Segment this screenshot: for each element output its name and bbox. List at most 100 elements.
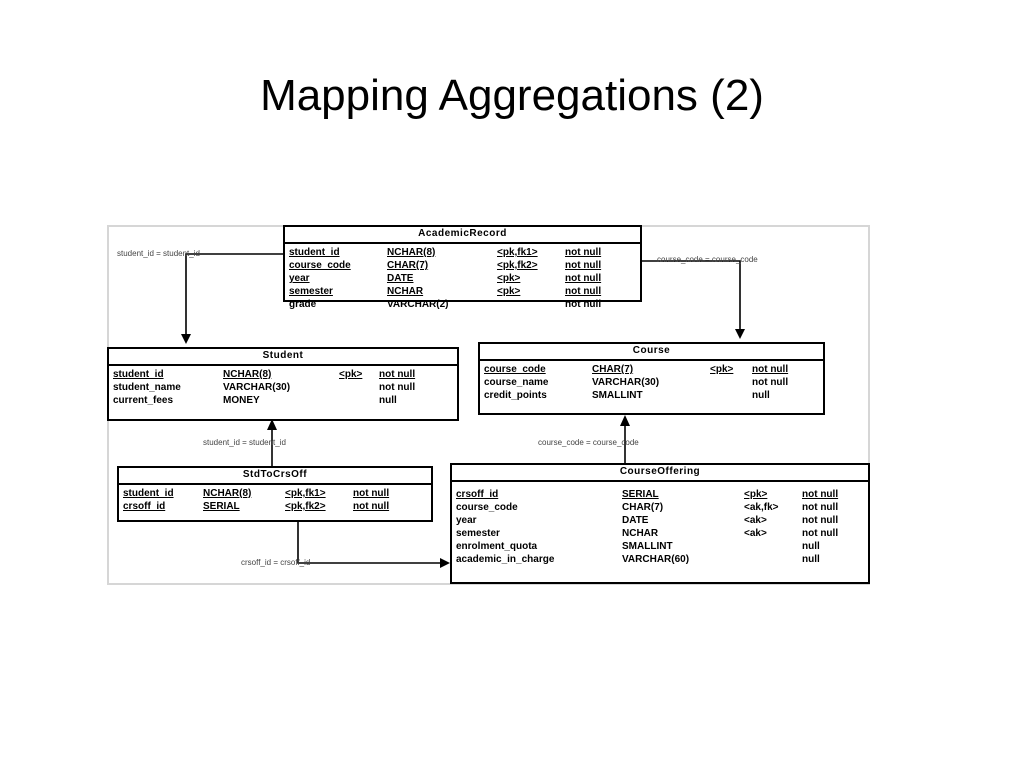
column-key: <pk,fk2> [285,501,326,512]
column-type: CHAR(7) [387,260,429,271]
column-name: academic_in_charge [456,554,555,565]
column-name: student_name [113,382,181,393]
entity-title: Course [480,344,823,361]
column-name: grade [289,299,317,310]
column-type: SERIAL [203,501,240,512]
column-name: crsoff_id [123,501,166,512]
table-row: student_id NCHAR(8) <pk,fk1> not null [289,246,607,259]
table-row: semester NCHAR <pk> not null [289,285,607,298]
table-row: student_name VARCHAR(30) not null [113,381,421,394]
column-key [744,553,802,566]
column-key [710,376,752,389]
column-key: <ak> [744,515,767,526]
link-ar-course [642,260,741,331]
rel-label-ar-course: course_code = course_code [657,255,758,264]
arrowhead-student-top [181,334,191,344]
column-type: VARCHAR(60) [622,554,690,565]
column-null: not null [802,502,839,513]
column-key: <pk> [339,369,363,380]
entity-std-to-crs-off: StdToCrsOff student_id NCHAR(8) <pk,fk1>… [117,466,433,522]
column-name: year [456,515,477,526]
rel-label-sto-co: crsoff_id = crsoff_id [241,558,311,567]
table-row: year DATE <ak> not null [456,514,844,527]
column-key: <pk> [497,286,521,297]
table-row: course_code CHAR(7) <pk> not null [484,363,794,376]
column-type: NCHAR(8) [387,247,436,258]
column-null: null [802,541,820,552]
column-key: <pk,fk1> [497,247,538,258]
column-table: course_code CHAR(7) <pk> not null course… [484,363,794,402]
column-type: DATE [387,273,414,284]
column-key: <ak> [744,528,767,539]
column-type: VARCHAR(30) [592,377,660,388]
column-null: not null [379,382,416,393]
column-null: not null [802,528,839,539]
entity-course: Course course_code CHAR(7) <pk> not null… [478,342,825,415]
entity-title: CourseOffering [452,465,868,482]
column-type: CHAR(7) [622,502,664,513]
link-ar-student [185,253,283,336]
column-type: CHAR(7) [592,364,634,375]
column-null: not null [565,273,602,284]
column-type: VARCHAR(30) [223,382,291,393]
rel-label-sto-student: student_id = student_id [203,438,286,447]
entity-title: AcademicRecord [285,227,640,244]
rel-label-co-course: course_code = course_code [538,438,639,447]
column-null: not null [379,369,416,380]
table-row: course_name VARCHAR(30) not null [484,376,794,389]
column-name: course_code [289,260,351,271]
column-name: year [289,273,310,284]
table-row: enrolment_quota SMALLINT null [456,540,844,553]
table-row: crsoff_id SERIAL <pk> not null [456,488,844,501]
arrowhead-course-bottom [620,415,630,426]
column-name: semester [289,286,333,297]
column-type: NCHAR [387,286,424,297]
column-null: not null [565,286,602,297]
column-name: course_name [484,377,549,388]
table-row: grade VARCHAR(2) not null [289,298,607,311]
table-row: credit_points SMALLINT null [484,389,794,402]
column-name: crsoff_id [456,489,499,500]
column-null: not null [752,377,789,388]
column-type: NCHAR(8) [223,369,272,380]
column-null: not null [752,364,789,375]
column-name: course_code [456,502,518,513]
column-key [339,381,379,394]
column-key: <pk> [744,489,768,500]
entity-student: Student student_id NCHAR(8) <pk> not nul… [107,347,459,421]
entity-title: Student [109,349,457,366]
table-row: student_id NCHAR(8) <pk> not null [113,368,421,381]
column-name: credit_points [484,390,547,401]
table-row: crsoff_id SERIAL <pk,fk2> not null [123,500,395,513]
arrowhead-course-top [735,329,745,339]
column-type: DATE [622,515,649,526]
column-table: student_id NCHAR(8) <pk,fk1> not null cr… [123,487,395,513]
arrowhead-courseoffering [440,558,450,568]
column-null: null [752,390,770,401]
column-null: not null [353,501,390,512]
column-name: course_code [484,364,546,375]
column-type: SERIAL [622,489,659,500]
column-name: current_fees [113,395,174,406]
column-type: VARCHAR(2) [387,299,449,310]
column-null: not null [565,260,602,271]
entity-title: StdToCrsOff [119,468,431,485]
column-name: student_id [123,488,174,499]
table-row: year DATE <pk> not null [289,272,607,285]
column-key: <ak,fk> [744,502,779,513]
column-null: null [802,554,820,565]
column-null: not null [353,488,390,499]
table-row: course_code CHAR(7) <pk,fk2> not null [289,259,607,272]
column-name: enrolment_quota [456,541,538,552]
column-key [339,394,379,407]
column-type: NCHAR [622,528,659,539]
table-row: student_id NCHAR(8) <pk,fk1> not null [123,487,395,500]
column-type: SMALLINT [622,541,673,552]
rel-label-ar-student: student_id = student_id [117,249,200,258]
column-name: student_id [113,369,164,380]
link-sto-co [297,522,440,564]
column-null: null [379,395,397,406]
column-type: MONEY [223,395,260,406]
column-null: not null [802,489,839,500]
